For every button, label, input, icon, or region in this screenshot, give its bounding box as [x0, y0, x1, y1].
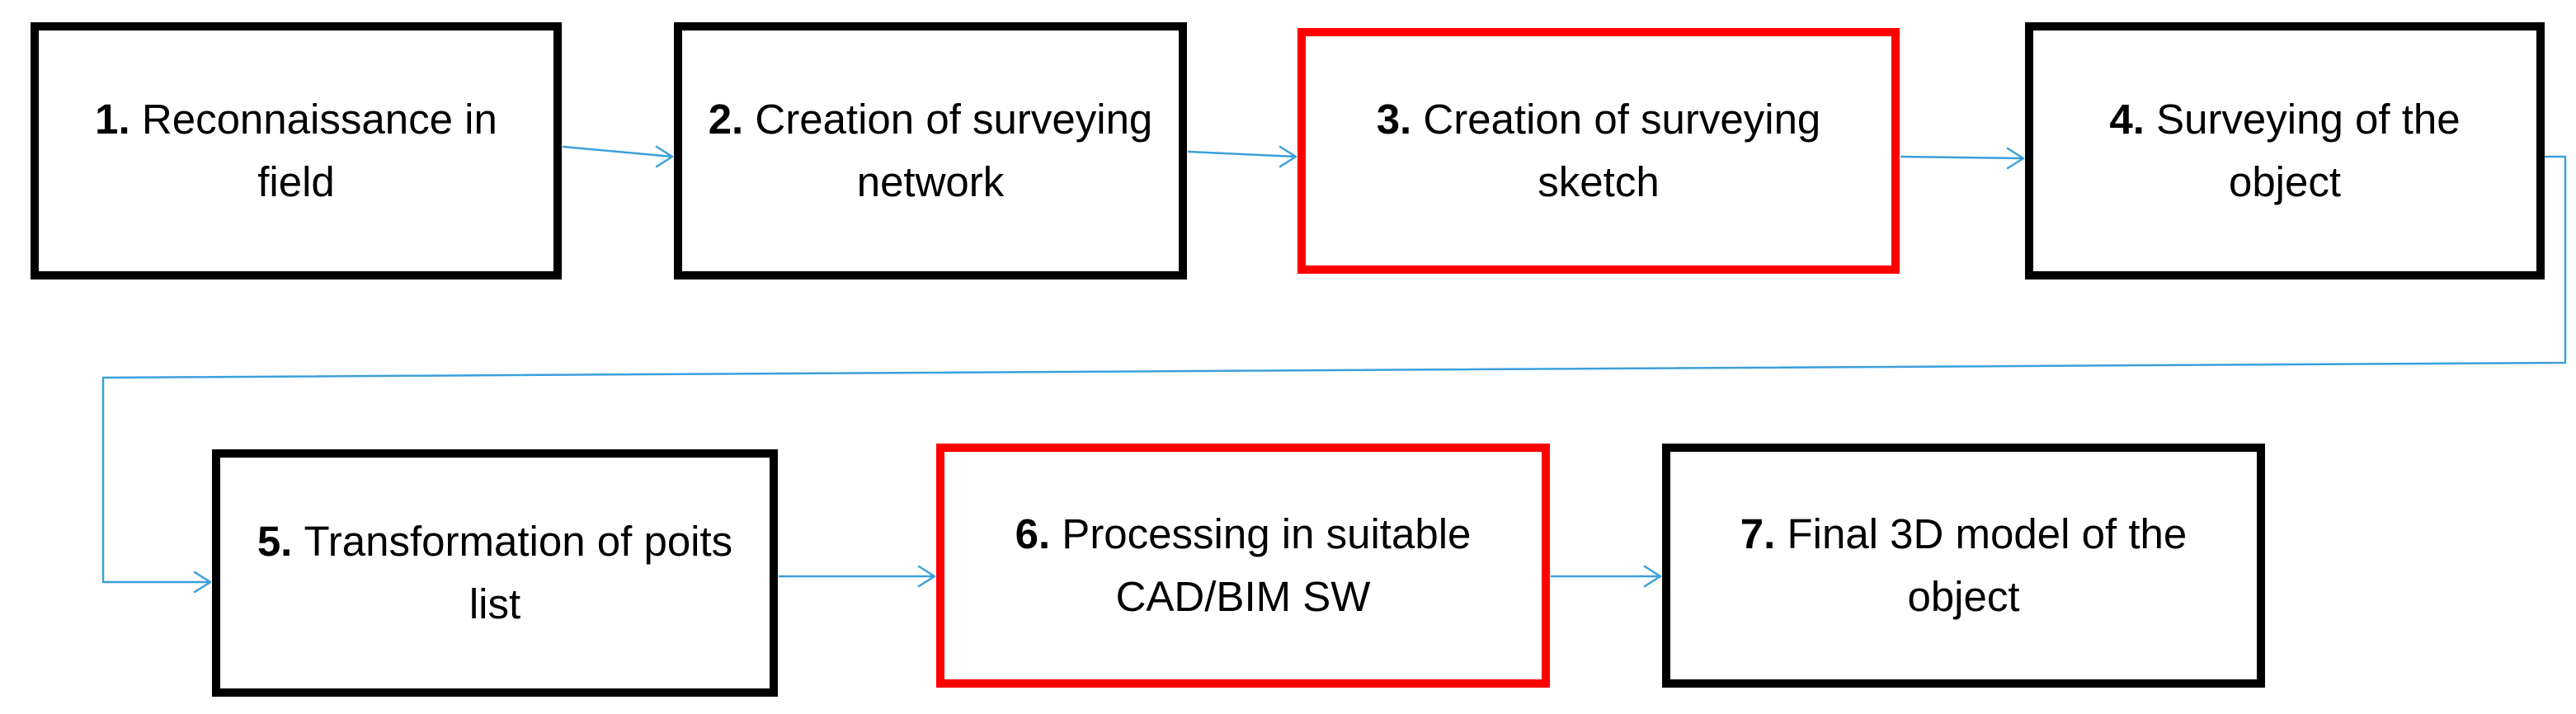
step-4-label: Surveying of the object — [2156, 95, 2461, 206]
step-3-number: 3. — [1376, 95, 1424, 143]
step-5-box: 5. Transformation of poits list — [212, 449, 778, 697]
step-6-number: 6. — [1015, 510, 1062, 557]
step-3-box: 3. Creation of surveying sketch — [1297, 28, 1900, 274]
step-5-label: Transformation of poits list — [304, 517, 733, 628]
step-7-box: 7. Final 3D model of the object — [1662, 444, 2265, 688]
step-6-box: 6. Processing in suitable CAD/BIM SW — [936, 444, 1550, 688]
arrow-6-to-7 — [1550, 565, 1662, 588]
step-7-label: Final 3D model of the object — [1787, 510, 2187, 621]
step-1-number: 1. — [95, 95, 142, 143]
step-6-label: Processing in suitable CAD/BIM SW — [1062, 510, 1472, 621]
step-4-number: 4. — [2109, 95, 2157, 143]
arrow-2-to-3 — [1187, 145, 1297, 168]
step-4-box: 4. Surveying of the object — [2025, 22, 2545, 279]
step-7-number: 7. — [1740, 510, 1787, 557]
step-2-label: Creation of surveying network — [755, 95, 1153, 206]
step-2-box: 2. Creation of surveying network — [674, 22, 1187, 279]
step-1-box: 1. Reconnaissance in field — [31, 22, 562, 279]
step-1-label: Reconnaissance in field — [141, 95, 497, 206]
arrow-1-to-2 — [562, 145, 674, 168]
arrow-5-to-6 — [778, 565, 936, 588]
arrow-4-to-5 — [101, 155, 2567, 594]
step-3-label: Creation of surveying sketch — [1423, 95, 1821, 206]
step-2-number: 2. — [708, 95, 756, 143]
arrow-3-to-4 — [1900, 147, 2025, 170]
step-5-number: 5. — [257, 517, 304, 565]
